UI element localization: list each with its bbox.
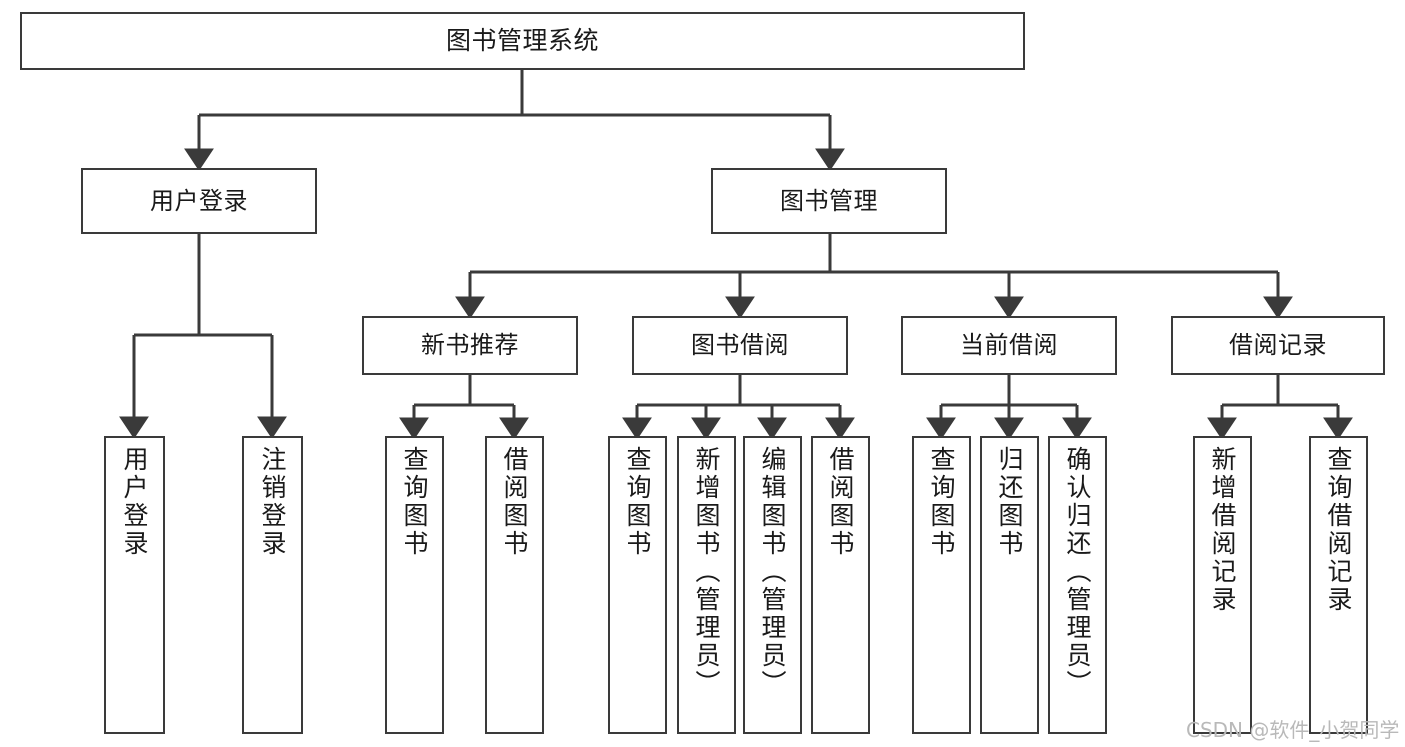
node-current-borrow[interactable]: 当前借阅 [901, 316, 1117, 375]
node-label: 编辑图书（管理员） [758, 446, 787, 698]
node-label: 图书管理 [780, 186, 878, 215]
node-label: 图书管理系统 [445, 26, 599, 56]
leaf-record-query-record[interactable]: 查询借阅记录 [1309, 436, 1368, 734]
node-label: 新增图书（管理员） [692, 446, 721, 698]
leaf-user-login-signout[interactable]: 注销登录 [242, 436, 303, 734]
csdn-watermark: CSDN @软件_小贺同学 [1186, 718, 1400, 742]
node-user-login[interactable]: 用户登录 [81, 168, 317, 234]
node-label: 借阅图书 [826, 446, 855, 558]
node-label: 查询图书 [623, 446, 652, 558]
node-label: 图书借阅 [691, 331, 789, 360]
node-label: 查询借阅记录 [1324, 446, 1353, 614]
node-label: 借阅记录 [1229, 331, 1327, 360]
node-label: 归还图书 [995, 446, 1024, 558]
node-label: 用户登录 [150, 186, 248, 215]
leaf-recommend-borrow-book[interactable]: 借阅图书 [485, 436, 544, 734]
node-label: 当前借阅 [960, 331, 1058, 360]
node-label: 查询图书 [400, 446, 429, 558]
node-new-book-recommend[interactable]: 新书推荐 [362, 316, 578, 375]
node-root-system[interactable]: 图书管理系统 [20, 12, 1025, 70]
node-book-borrow[interactable]: 图书借阅 [632, 316, 848, 375]
leaf-recommend-query-book[interactable]: 查询图书 [385, 436, 444, 734]
node-label: 注销登录 [258, 446, 287, 558]
leaf-current-query-book[interactable]: 查询图书 [912, 436, 971, 734]
leaf-borrow-borrow-book[interactable]: 借阅图书 [811, 436, 870, 734]
node-label: 查询图书 [927, 446, 956, 558]
node-label: 借阅图书 [500, 446, 529, 558]
node-borrow-record[interactable]: 借阅记录 [1171, 316, 1385, 375]
leaf-current-return-book[interactable]: 归还图书 [980, 436, 1039, 734]
leaf-record-add-record[interactable]: 新增借阅记录 [1193, 436, 1252, 734]
node-label: 用户登录 [120, 446, 149, 558]
leaf-user-login-signin[interactable]: 用户登录 [104, 436, 165, 734]
leaf-current-confirm-return[interactable]: 确认归还（管理员） [1048, 436, 1107, 734]
node-book-management[interactable]: 图书管理 [711, 168, 947, 234]
node-label: 新增借阅记录 [1208, 446, 1237, 614]
leaf-borrow-add-book[interactable]: 新增图书（管理员） [677, 436, 736, 734]
node-label: 确认归还（管理员） [1063, 446, 1092, 698]
node-label: 新书推荐 [421, 331, 519, 360]
leaf-borrow-edit-book[interactable]: 编辑图书（管理员） [743, 436, 802, 734]
leaf-borrow-query-book[interactable]: 查询图书 [608, 436, 667, 734]
